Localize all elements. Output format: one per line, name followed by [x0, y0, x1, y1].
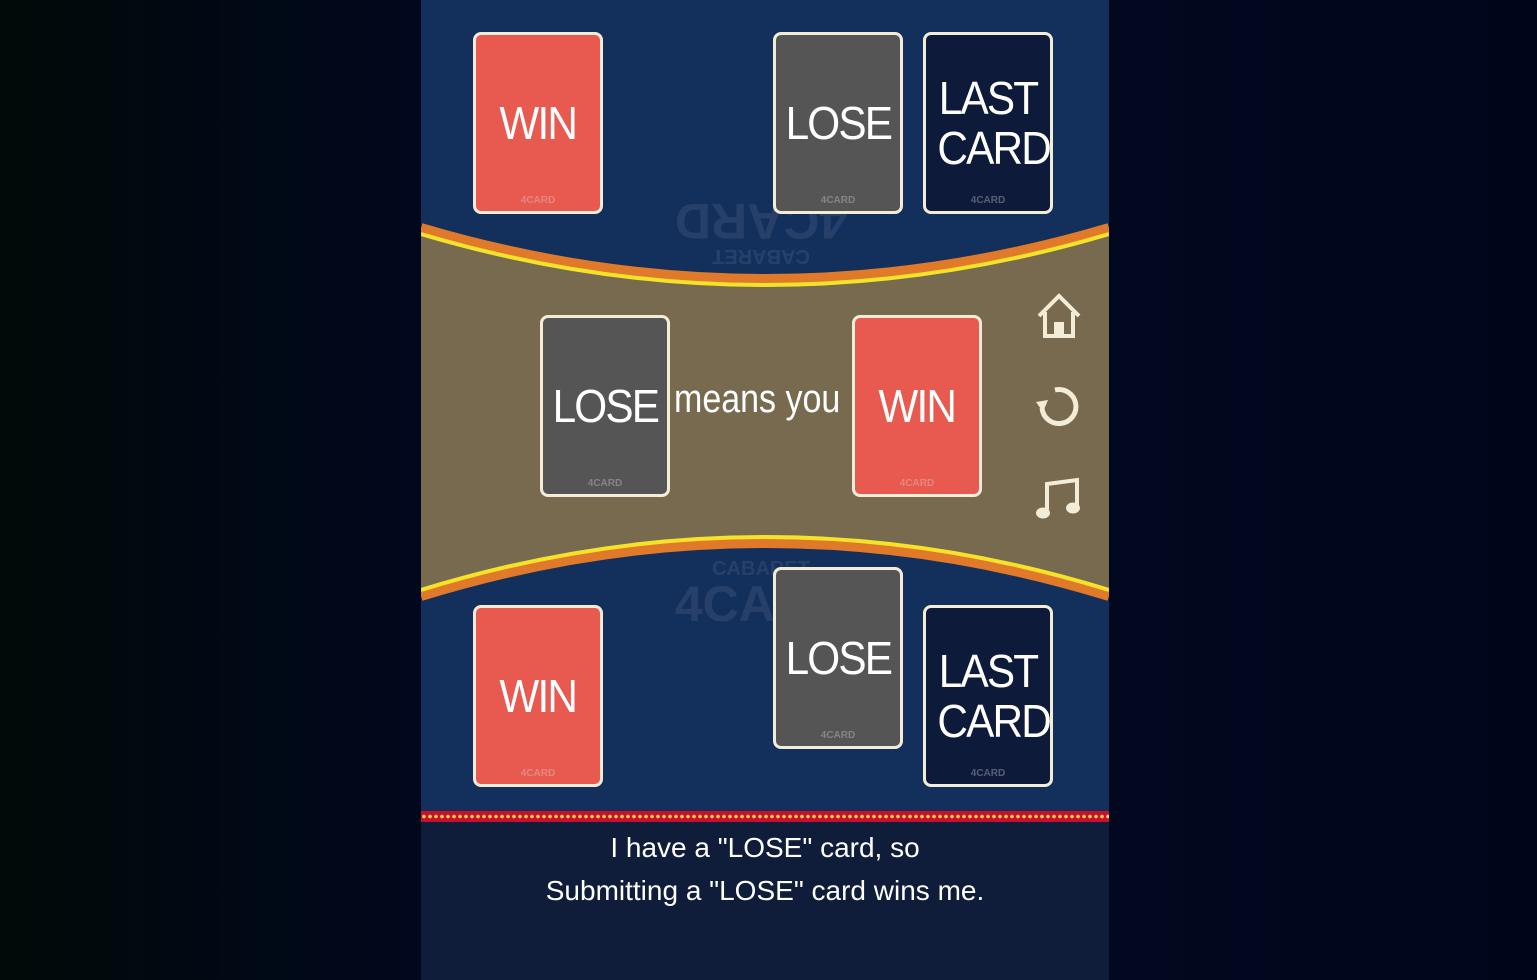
card-label: LOSE [785, 97, 892, 149]
message-line-1: I have a "LOSE" card, so [610, 832, 920, 863]
opponent-card-win: WIN 4CARD [473, 32, 603, 214]
player-card-lose[interactable]: LOSE 4CARD [773, 567, 903, 749]
restart-icon[interactable] [1033, 380, 1085, 432]
card-logo: 4CARD [970, 768, 1006, 779]
card-logo: 4CARD [820, 195, 856, 206]
card-label: LOSE [785, 632, 892, 684]
card-logo: 4CARD [520, 768, 556, 779]
player-card-win[interactable]: WIN 4CARD [473, 605, 603, 787]
card-label: WIN [499, 670, 579, 722]
marquee-lights-divider [421, 811, 1109, 822]
message-line-2: Submitting a "LOSE" card wins me. [545, 875, 985, 906]
card-label: LAST CARD [937, 72, 1051, 174]
card-logo: 4CARD [820, 730, 856, 741]
played-card-right: WIN 4CARD [852, 315, 982, 497]
card-label: LAST CARD [937, 645, 1051, 747]
music-icon[interactable] [1033, 472, 1085, 524]
player-card-last[interactable]: LAST CARD 4CARD [923, 605, 1053, 787]
message-box: I have a "LOSE" card, so Submitting a "L… [421, 822, 1109, 980]
means-text: means you [674, 377, 841, 421]
card-logo: 4CARD [970, 195, 1006, 206]
played-card-left: LOSE 4CARD [540, 315, 670, 497]
card-logo: 4CARD [520, 195, 556, 206]
card-label: WIN [499, 97, 579, 149]
opponent-card-last: LAST CARD 4CARD [923, 32, 1053, 214]
opponent-card-lose: LOSE 4CARD [773, 32, 903, 214]
card-logo: 4CARD [899, 478, 935, 489]
card-label: WIN [878, 380, 958, 432]
card-label: LOSE [552, 380, 659, 432]
home-icon[interactable] [1033, 290, 1085, 342]
card-logo: 4CARD [587, 478, 623, 489]
